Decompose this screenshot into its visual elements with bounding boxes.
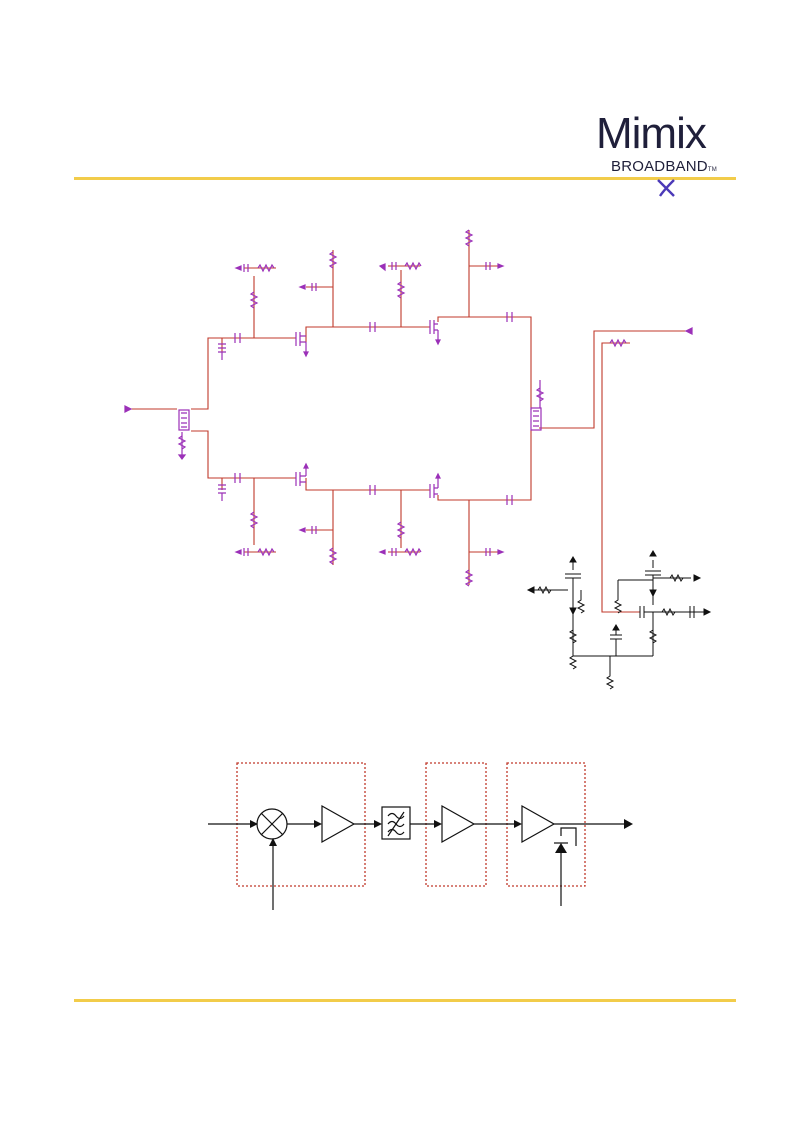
- block-diagram: [208, 762, 633, 910]
- schematic-components: [124, 229, 693, 587]
- logo-x-icon: [657, 179, 675, 197]
- logo-wordmark: Mimix: [596, 109, 707, 158]
- amplifier-schematic: [124, 229, 712, 690]
- detector-icon: [554, 827, 577, 906]
- amplifier-icon: [441, 804, 476, 844]
- detector-circuit: [526, 550, 712, 690]
- footer-rule: [74, 999, 736, 1002]
- mixer-icon: [256, 808, 288, 840]
- header-rule: [74, 177, 736, 180]
- mimix-logo: Mimix BROADBANDTM: [590, 112, 740, 202]
- filter-icon: [381, 806, 411, 840]
- amplifier-icon: [321, 804, 356, 844]
- amplifier-icon: [521, 804, 556, 844]
- logo-subtitle: BROADBANDTM: [611, 158, 717, 175]
